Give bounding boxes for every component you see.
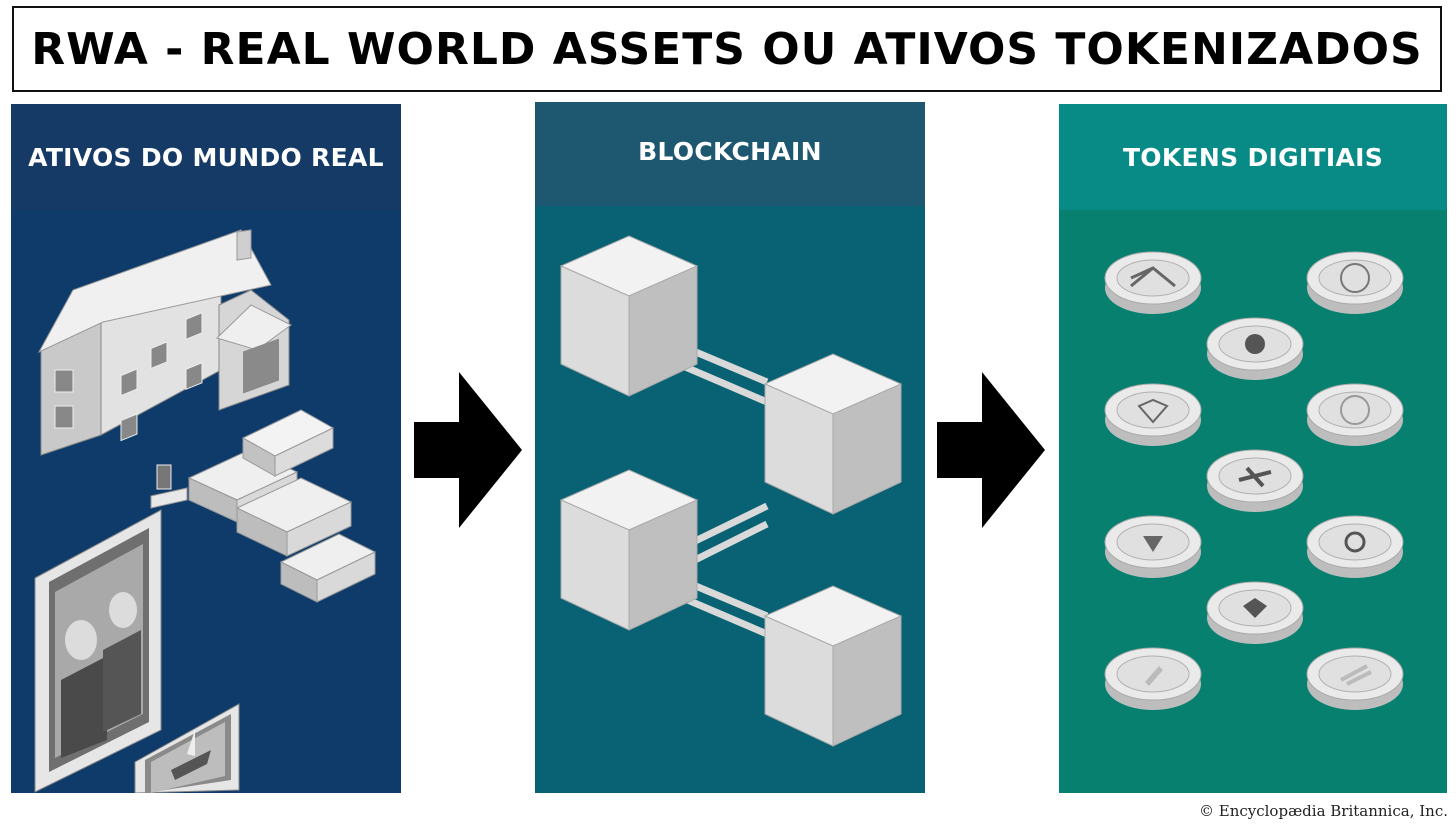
coin-token-icon	[1104, 383, 1202, 447]
panel-title: BLOCKCHAIN	[638, 136, 822, 166]
gold-bars-icon	[187, 409, 377, 603]
panel-title: ATIVOS DO MUNDO REAL	[28, 142, 384, 172]
coin-token-icon	[1306, 251, 1404, 315]
block-cube-icon	[764, 353, 902, 515]
panel-header: ATIVOS DO MUNDO REAL	[11, 104, 401, 210]
panel-blockchain: BLOCKCHAIN	[535, 102, 925, 793]
block-cube-icon	[764, 585, 902, 747]
painting-portrait-icon	[34, 509, 162, 793]
copyright-credit: © Encyclopædia Britannica, Inc.	[1198, 802, 1448, 820]
panel-header: BLOCKCHAIN	[535, 102, 925, 206]
arrow-right-icon	[937, 372, 1045, 528]
coin-token-icon	[1206, 581, 1304, 645]
coin-token-icon	[1306, 515, 1404, 579]
blockchain-illustration	[560, 235, 902, 747]
coin-token-icon	[1104, 251, 1202, 315]
coin-token-icon	[1104, 515, 1202, 579]
coin-token-icon	[1306, 383, 1404, 447]
page-title: RWA - REAL WORLD ASSETS OU ATIVOS TOKENI…	[31, 23, 1423, 75]
block-cube-icon	[560, 235, 698, 397]
panel-body	[11, 210, 401, 793]
panel-digital-tokens: TOKENS DIGITIAIS	[1059, 104, 1447, 793]
panel-title: TOKENS DIGITIAIS	[1122, 142, 1384, 172]
block-cube-icon	[560, 469, 698, 631]
coin-token-icon	[1306, 647, 1404, 711]
coin-token-icon	[1206, 317, 1304, 381]
tokens-illustration	[1104, 251, 1404, 711]
house-icon	[37, 229, 292, 509]
assets-illustration	[34, 229, 377, 793]
title-box: RWA - REAL WORLD ASSETS OU ATIVOS TOKENI…	[12, 6, 1442, 92]
coin-token-icon	[1206, 449, 1304, 513]
panel-body	[535, 206, 925, 793]
arrow-right-icon	[414, 372, 522, 528]
panel-real-world-assets: ATIVOS DO MUNDO REAL	[11, 104, 401, 793]
painting-ship-icon	[134, 703, 240, 793]
panel-body	[1059, 210, 1447, 793]
panel-header: TOKENS DIGITIAIS	[1059, 104, 1447, 210]
coin-token-icon	[1104, 647, 1202, 711]
